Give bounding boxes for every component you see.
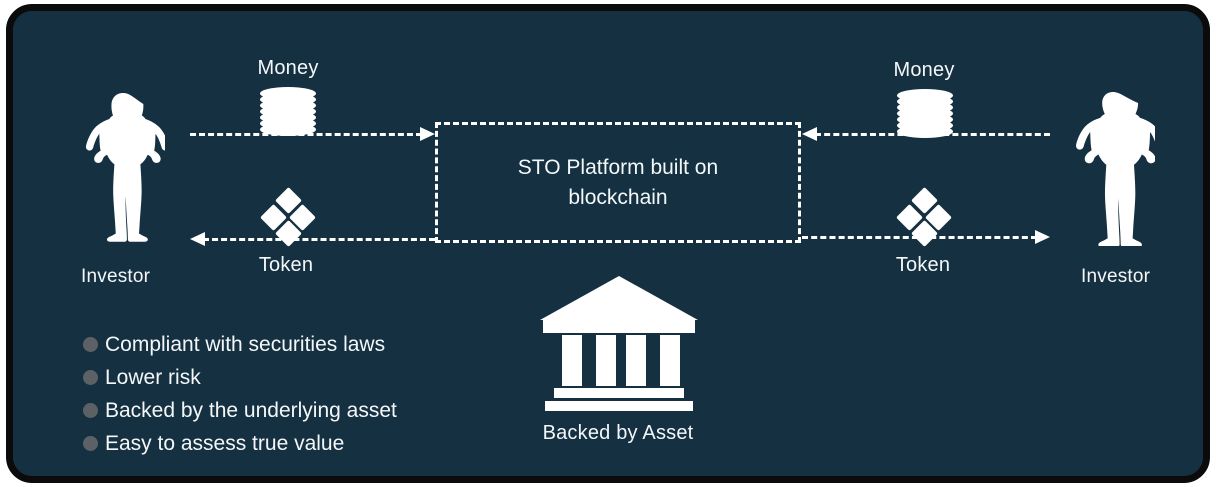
female-silhouette-icon xyxy=(85,93,165,242)
left-coin-stack-icon xyxy=(260,87,316,137)
platform-line-2: blockchain xyxy=(568,185,668,209)
right-money-label: Money xyxy=(893,59,955,81)
bank-column xyxy=(626,335,646,386)
diagram-frame: Investor Money Token STO Platform built … xyxy=(6,4,1210,483)
left-token-arrow xyxy=(190,232,435,246)
benefits-list: Compliant with securities laws Lower ris… xyxy=(83,328,397,460)
bullet-dot-icon xyxy=(83,403,98,418)
bank-roof xyxy=(540,276,698,320)
bullet-dot-icon xyxy=(83,370,98,385)
bank-base-upper xyxy=(554,388,684,398)
diagram-panel: Investor Money Token STO Platform built … xyxy=(13,11,1203,476)
left-token-label: Token xyxy=(258,254,314,276)
left-money-label: Money xyxy=(257,57,319,79)
list-item-label: Backed by the underlying asset xyxy=(105,398,397,422)
platform-line-1: STO Platform built on xyxy=(517,155,719,179)
bank-building-icon xyxy=(540,276,698,411)
list-item-label: Lower risk xyxy=(105,365,201,389)
backed-by-asset-label: Backed by Asset xyxy=(542,422,694,444)
left-investor-label: Investor xyxy=(81,266,151,287)
sto-platform-box: STO Platform built on blockchain xyxy=(435,122,801,243)
bank-base-lower xyxy=(545,401,693,411)
left-money-arrow xyxy=(190,127,435,141)
bank-column xyxy=(596,335,616,386)
male-silhouette-icon xyxy=(1076,92,1155,246)
list-item-label: Easy to assess true value xyxy=(105,431,345,455)
right-token-label: Token xyxy=(895,254,951,276)
right-token-arrow xyxy=(802,230,1050,244)
sto-platform-label: STO Platform built on blockchain xyxy=(467,153,769,213)
left-investor-figure xyxy=(81,91,165,246)
right-money-arrow xyxy=(802,127,1050,141)
list-item: Lower risk xyxy=(83,361,397,394)
bank-architrave xyxy=(543,320,695,333)
list-item: Easy to assess true value xyxy=(83,427,397,460)
bank-column xyxy=(562,335,582,386)
bullet-dot-icon xyxy=(83,337,98,352)
list-item-label: Compliant with securities laws xyxy=(105,332,386,356)
right-investor-label: Investor xyxy=(1081,266,1151,287)
bullet-dot-icon xyxy=(83,436,98,451)
list-item: Backed by the underlying asset xyxy=(83,394,397,427)
bank-column xyxy=(660,335,680,386)
list-item: Compliant with securities laws xyxy=(83,328,397,361)
right-investor-figure xyxy=(1071,91,1155,246)
